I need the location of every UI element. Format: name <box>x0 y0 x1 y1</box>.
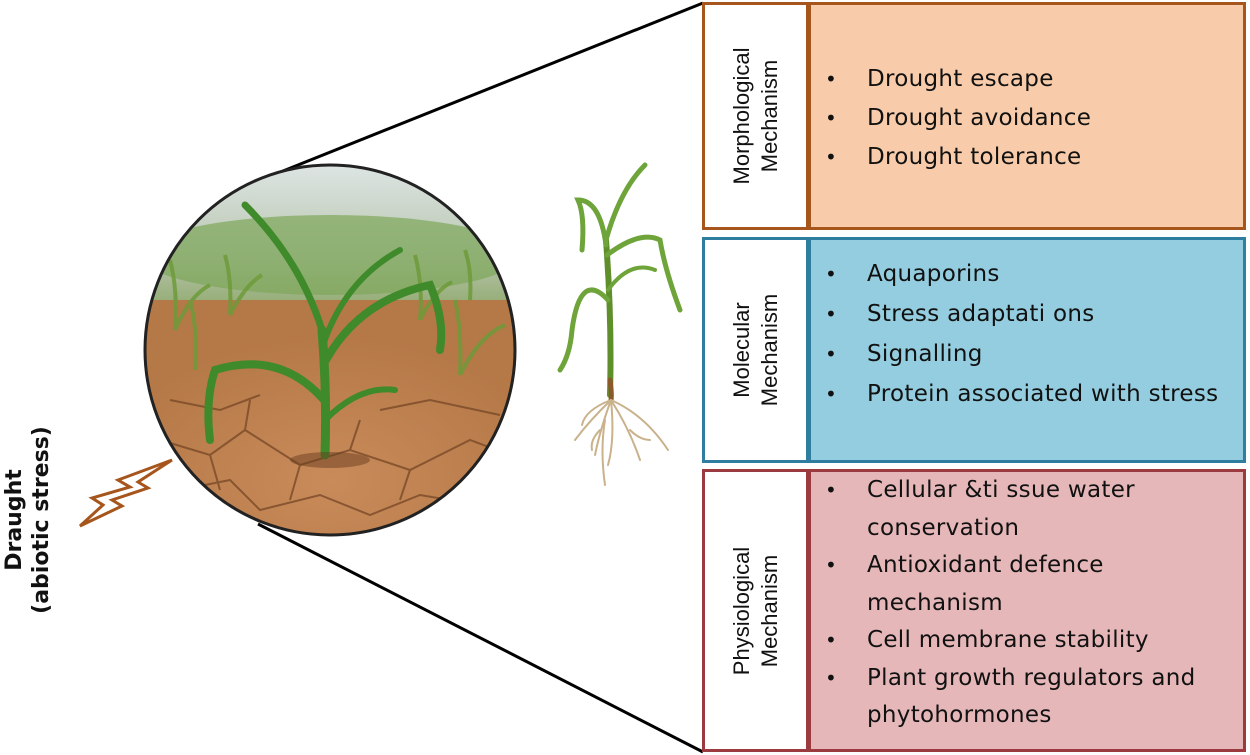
list-item: Cellular &ti ssue water conservation <box>811 472 1243 547</box>
molecular-list: Aquaporins Stress adaptati ons Signallin… <box>811 254 1243 414</box>
list-item: Stress adaptati ons <box>811 294 1243 334</box>
molecular-content-box: Aquaporins Stress adaptati ons Signallin… <box>808 237 1246 463</box>
list-item: Plant growth regulators and phytohormone… <box>811 660 1243 735</box>
list-item: Drought escape <box>811 60 1243 99</box>
list-item: Aquaporins <box>811 254 1243 294</box>
physiological-label-line2: Mechanism <box>756 554 782 667</box>
list-item: Cell membrane stability <box>811 622 1243 660</box>
stress-label-line1: Draught <box>2 469 27 571</box>
physiological-list: Cellular &ti ssue water conservation Ant… <box>811 472 1243 735</box>
physiological-label: Physiological Mechanism <box>728 546 784 674</box>
field-photo-border <box>143 163 517 537</box>
morphological-label-line1: Morphological <box>728 47 754 185</box>
list-item: Protein associated with stress <box>811 374 1243 414</box>
molecular-label-line2: Mechanism <box>756 293 782 407</box>
molecular-label-box: Molecular Mechanism <box>702 237 809 463</box>
zoom-line-bottom <box>257 522 704 754</box>
list-item: Signalling <box>811 334 1243 374</box>
list-item: Drought tolerance <box>811 138 1243 177</box>
morphological-label-line2: Mechanism <box>756 59 782 173</box>
morphological-label: Morphological Mechanism <box>728 48 784 185</box>
morphological-content-box: Drought escape Drought avoidance Drought… <box>808 2 1246 230</box>
morphological-list: Drought escape Drought avoidance Drought… <box>811 60 1243 177</box>
stress-label-line2: (abiotic stress) <box>29 426 54 614</box>
molecular-label: Molecular Mechanism <box>728 294 784 406</box>
molecular-label-line1: Molecular <box>728 302 754 398</box>
physiological-content-box: Cellular &ti ssue water conservation Ant… <box>808 469 1246 752</box>
morphological-label-box: Morphological Mechanism <box>702 2 809 230</box>
field-photo <box>145 165 515 535</box>
physiological-label-box: Physiological Mechanism <box>702 469 809 752</box>
physiological-label-line1: Physiological <box>728 546 754 675</box>
stress-label: Draught (abiotic stress) <box>1 426 55 614</box>
lightning-icon <box>78 458 173 528</box>
zoom-line-top <box>257 1 704 183</box>
seedling-with-roots <box>557 162 683 486</box>
list-item: Antioxidant defence mechanism <box>811 547 1243 622</box>
list-item: Drought avoidance <box>811 99 1243 138</box>
